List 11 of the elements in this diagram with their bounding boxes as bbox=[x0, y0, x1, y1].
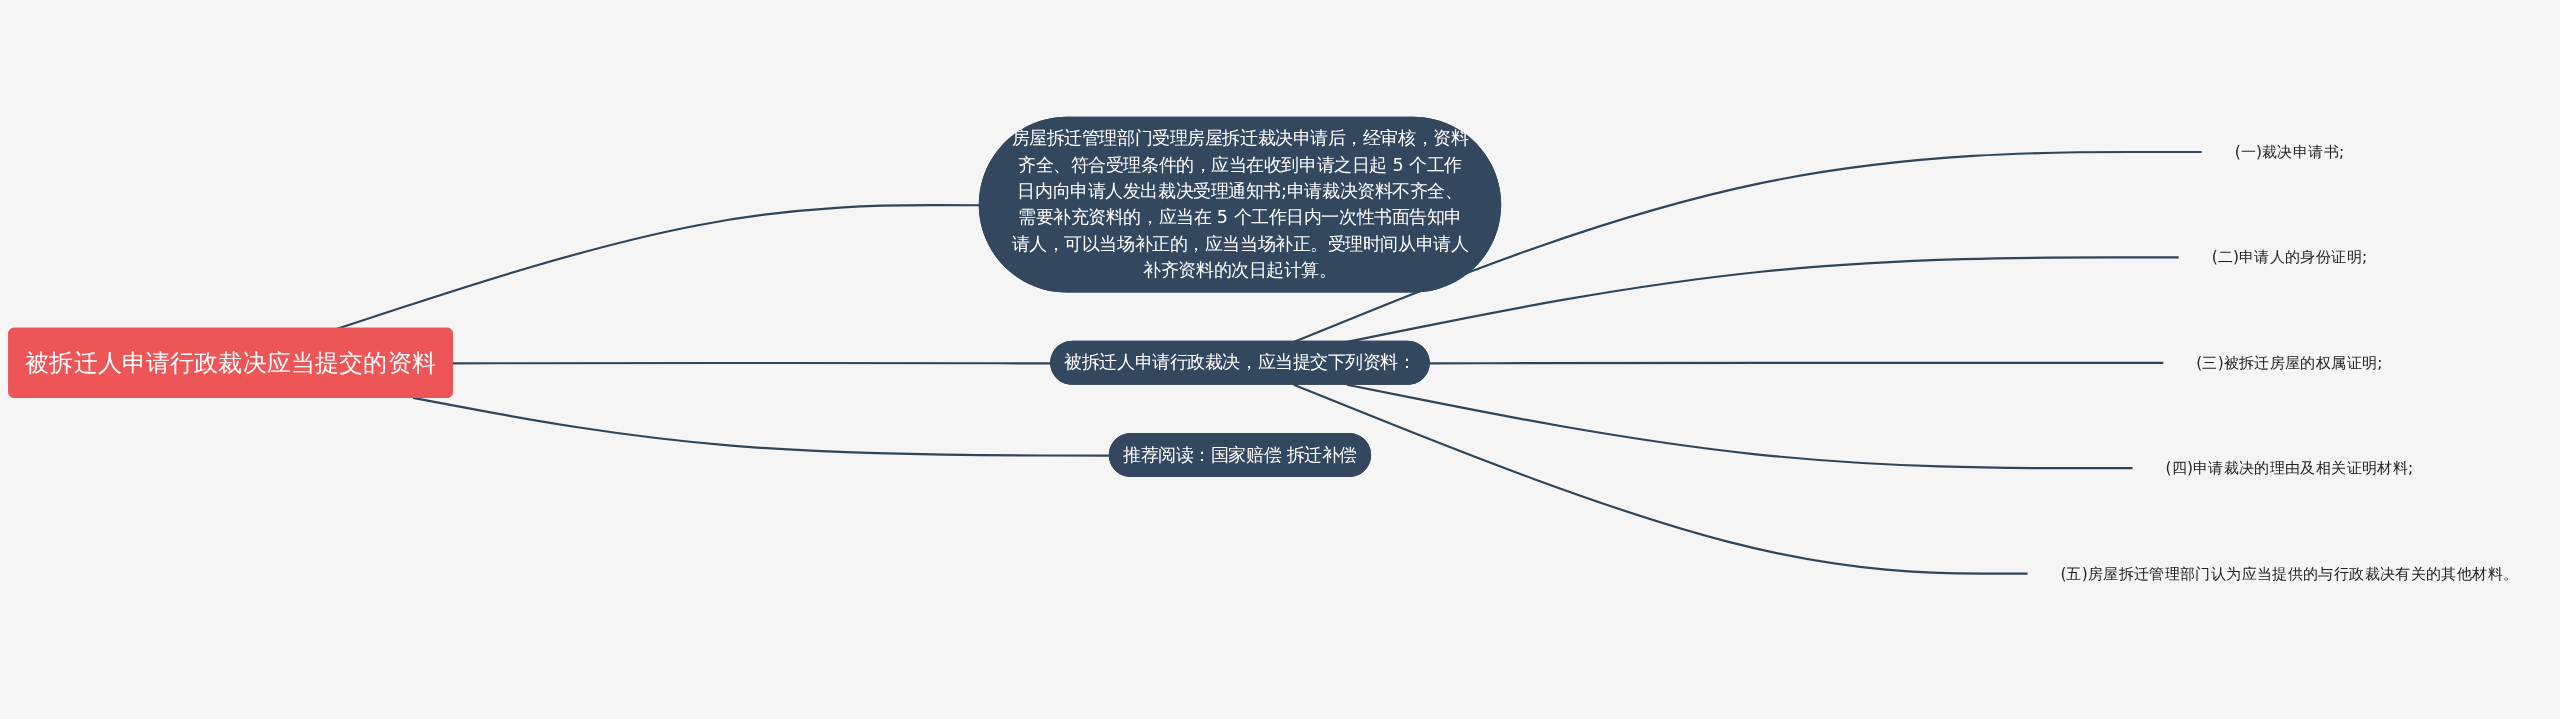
connector bbox=[1293, 383, 2028, 575]
node-text: (四)申请裁决的理由及相关证明材料; bbox=[2165, 458, 2414, 477]
connector bbox=[1346, 383, 2133, 470]
node-text: (五)房屋拆迁管理部门认为应当提供的与行政裁决有关的其他材料。 bbox=[2060, 564, 2519, 582]
connector bbox=[412, 396, 1110, 457]
node-text: (三)被拆迁房屋的权属证明; bbox=[2196, 353, 2383, 372]
connector bbox=[336, 204, 980, 330]
node-text: (一)裁决申请书; bbox=[2234, 142, 2345, 161]
connector bbox=[1429, 361, 2164, 365]
node-text: (二)申请人的身份证明; bbox=[2211, 248, 2368, 266]
connector bbox=[1293, 150, 2202, 343]
